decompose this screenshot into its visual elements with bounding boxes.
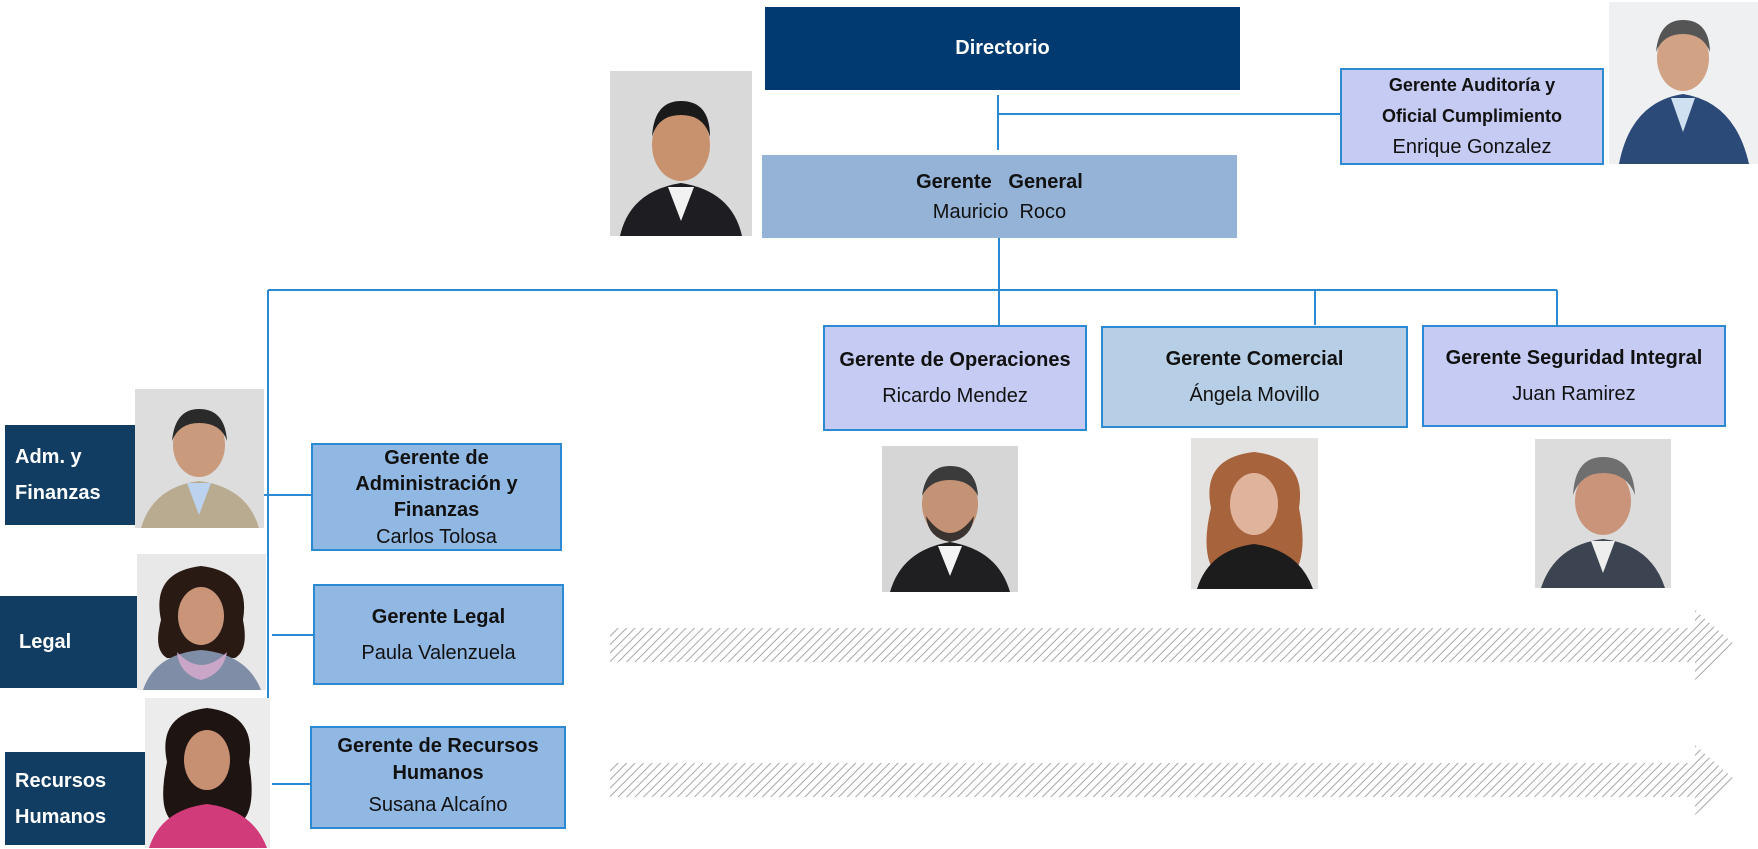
auditoria-name: Enrique Gonzalez	[1392, 136, 1552, 158]
rrhh-title-line1: Gerente de Recursos	[337, 734, 539, 757]
legal-title: Gerente Legal	[371, 605, 506, 628]
sidebar-adm-finanzas: Adm. y Finanzas	[5, 425, 137, 525]
sidebar-rrhh-line2: Humanos	[15, 805, 107, 828]
portrait-angela-movillo	[1191, 438, 1318, 589]
sidebar-legal: Legal	[0, 596, 137, 688]
auditoria-box: Gerente Auditoría y Oficial Cumplimiento…	[1340, 68, 1604, 165]
sidebar-adm-line1: Adm. y	[15, 446, 82, 468]
gerente-general-title: Gerente General	[916, 170, 1083, 193]
rrhh-title-line2: Humanos	[392, 761, 484, 784]
portrait-juan-ramirez	[1535, 439, 1671, 588]
adm-title-line2: Administración y	[355, 473, 518, 495]
sidebar-rrhh: Recursos Humanos	[5, 752, 145, 845]
portrait-enrique-gonzalez	[1609, 2, 1758, 164]
legal-name: Paula Valenzuela	[361, 641, 516, 664]
sidebar-rrhh-line1: Recursos	[15, 769, 107, 792]
seguridad-box: Gerente Seguridad Integral Juan Ramirez	[1422, 325, 1726, 427]
comercial-name: Ángela Movillo	[1189, 384, 1320, 406]
comercial-title: Gerente Comercial	[1165, 348, 1344, 370]
adm-title-line3: Finanzas	[393, 499, 480, 521]
gerente-general-box: Gerente General Mauricio Roco	[762, 155, 1237, 238]
operaciones-box: Gerente de Operaciones Ricardo Mendez	[823, 325, 1087, 431]
auditoria-title-line2: Oficial Cumplimiento	[1381, 106, 1563, 126]
rrhh-name: Susana Alcaíno	[368, 793, 508, 816]
adm-finanzas-box: Gerente de Administración y Finanzas Car…	[311, 443, 562, 551]
portrait-susana-alcaino	[145, 698, 270, 848]
operaciones-name: Ricardo Mendez	[882, 385, 1028, 407]
rrhh-box: Gerente de Recursos Humanos Susana Alcaí…	[310, 726, 566, 829]
auditoria-title-line1: Gerente Auditoría y	[1388, 75, 1556, 95]
directorio-label: Directorio	[955, 37, 1050, 59]
portrait-carlos-tolosa	[135, 389, 264, 528]
sidebar-legal-label: Legal	[19, 631, 72, 653]
adm-title-line1: Gerente de	[384, 447, 489, 469]
legal-box: Gerente Legal Paula Valenzuela	[313, 584, 564, 685]
sidebar-adm-line2: Finanzas	[15, 482, 101, 504]
directorio-box: Directorio	[765, 7, 1240, 90]
seguridad-title: Gerente Seguridad Integral	[1445, 347, 1703, 369]
operaciones-title: Gerente de Operaciones	[839, 349, 1071, 371]
adm-name: Carlos Tolosa	[376, 526, 497, 548]
portrait-ricardo-mendez	[882, 446, 1018, 592]
portrait-paula-valenzuela	[137, 554, 266, 690]
comercial-box: Gerente Comercial Ángela Movillo	[1101, 326, 1408, 428]
portrait-mauricio-roco	[610, 71, 752, 236]
gerente-general-name: Mauricio Roco	[932, 200, 1067, 223]
seguridad-name: Juan Ramirez	[1512, 383, 1636, 405]
arrow-rrhh-row	[610, 745, 1735, 815]
arrow-legal-row	[610, 610, 1735, 680]
